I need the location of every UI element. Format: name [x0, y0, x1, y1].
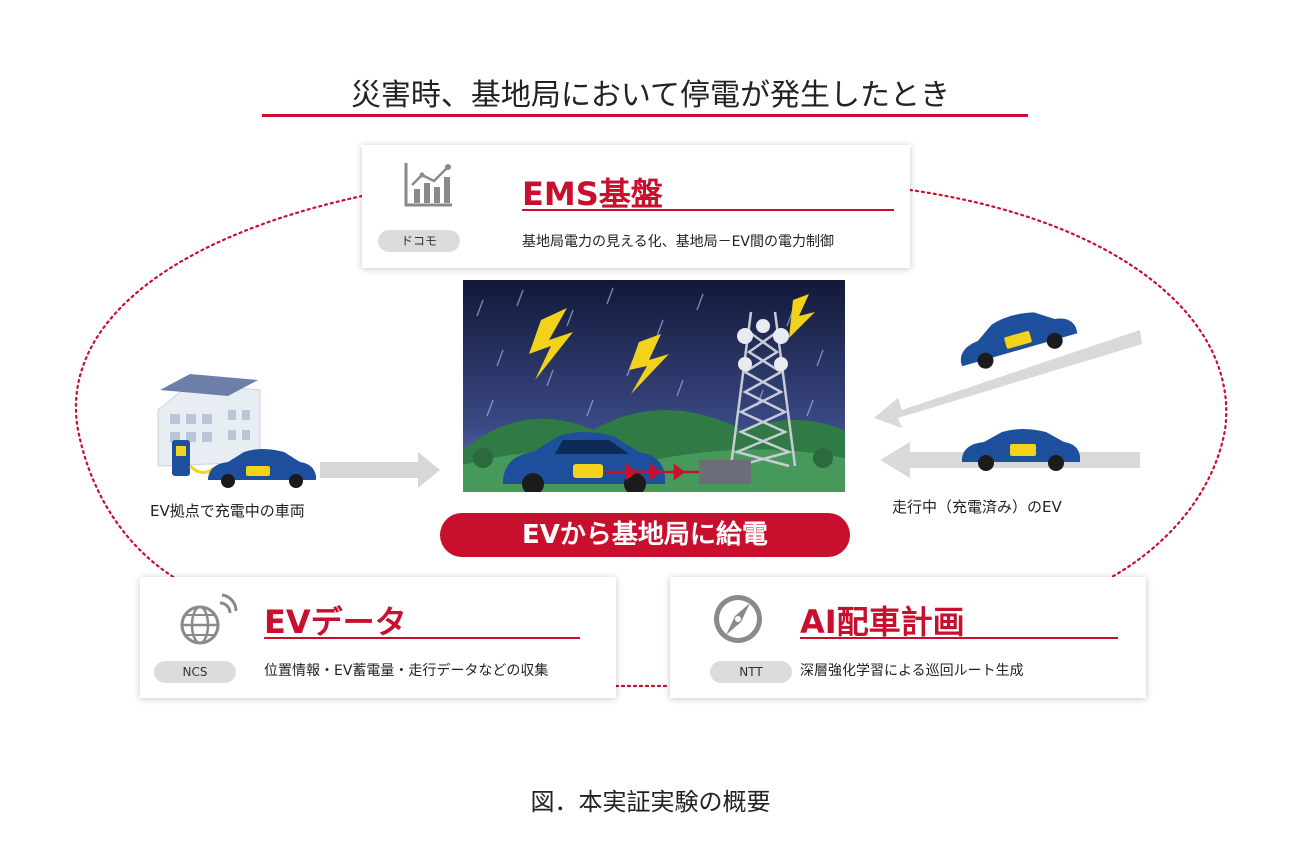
car-icon — [208, 449, 316, 488]
ev-data-title: EVデータ — [264, 603, 407, 641]
org-badge: ドコモ — [378, 230, 460, 252]
ai-dispatch-box: NTT AI配車計画 深層強化学習による巡回ルート生成 — [670, 577, 1146, 698]
right-caption: 走行中（充電済み）のEV — [892, 498, 1062, 516]
left-caption: EV拠点で充電中の車両 — [150, 502, 305, 520]
figure-caption: 図．本実証実験の概要 — [530, 788, 771, 816]
ems-title: EMS基盤 — [522, 175, 663, 213]
page-title: 災害時、基地局において停電が発生したとき — [350, 78, 951, 113]
ai-dispatch-description: 深層強化学習による巡回ルート生成 — [800, 663, 1024, 679]
ai-dispatch-title: AI配車計画 — [800, 603, 965, 641]
car-icon — [960, 312, 1078, 369]
storm-base-station-illustration — [463, 280, 845, 492]
ev-data-description: 位置情報・EV蓄電量・走行データなどの収集 — [264, 663, 549, 679]
ems-title-underline — [522, 209, 894, 211]
globe-signal-icon — [180, 593, 238, 645]
org-badge: NCS — [154, 661, 236, 683]
compass-icon — [714, 595, 762, 643]
ems-description: 基地局電力の見える化、基地局－EV間の電力制御 — [522, 234, 835, 250]
ev-data-title-underline — [264, 637, 580, 639]
ai-dispatch-title-underline — [800, 637, 1118, 639]
car-icon — [962, 429, 1080, 471]
ev-data-box: NCS EVデータ 位置情報・EV蓄電量・走行データなどの収集 — [140, 577, 616, 698]
chart-icon — [404, 163, 452, 207]
title-underline — [262, 114, 1028, 117]
ems-platform-box: ドコモ EMS基盤 基地局電力の見える化、基地局－EV間の電力制御 — [362, 145, 910, 268]
moving-ev-illustration — [874, 312, 1142, 478]
charging-station-illustration — [157, 374, 440, 488]
power-supply-banner: EVから基地局に給電 — [440, 513, 850, 557]
org-badge: NTT — [710, 661, 792, 683]
